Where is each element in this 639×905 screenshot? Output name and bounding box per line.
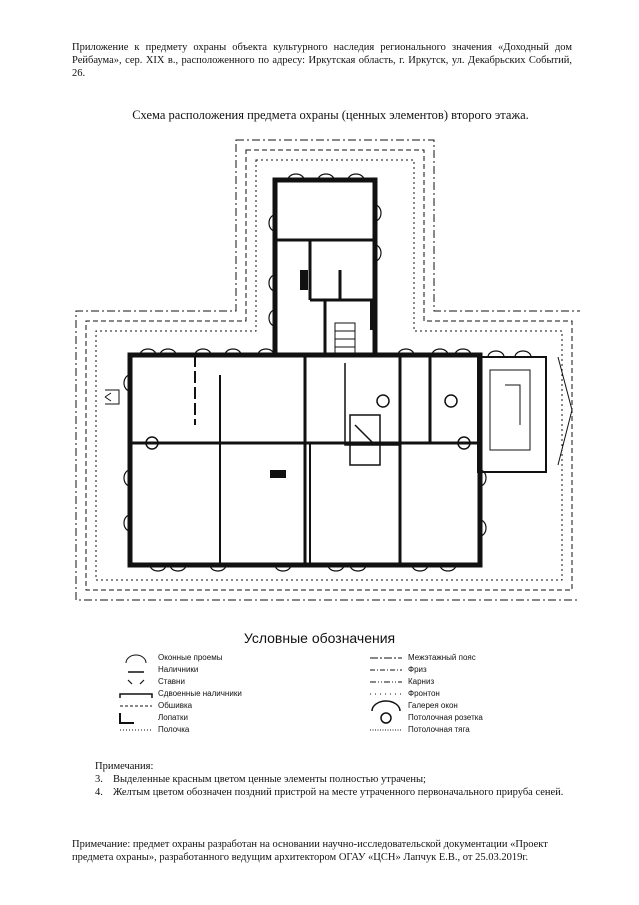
ceiling-molding-icon bbox=[370, 729, 402, 731]
entrance-arrow bbox=[104, 389, 120, 405]
legend-item: Ставни bbox=[118, 676, 288, 688]
notes-section: Примечания: 3.Выделенные красным цветом … bbox=[95, 760, 595, 799]
ceiling-rosette bbox=[145, 436, 159, 450]
plan-inner-boundary bbox=[85, 149, 573, 591]
window-row-main-bottom bbox=[149, 564, 457, 572]
window-opening-icon bbox=[125, 654, 147, 664]
legend-item: Сдвоенные наличники bbox=[118, 688, 288, 700]
shutters-icon bbox=[127, 679, 145, 685]
ceiling-rosette bbox=[444, 394, 458, 408]
document-header: Приложение к предмету охраны объекта кул… bbox=[72, 42, 572, 79]
document-footer-note: Примечание: предмет охраны разработан на… bbox=[72, 839, 548, 863]
stair-landing bbox=[349, 414, 381, 466]
legend-item: Потолочная розетка bbox=[368, 712, 538, 724]
legend-left: Оконные проемы Наличники Ставни Сдвоенны… bbox=[118, 650, 298, 740]
cornice-icon bbox=[370, 681, 402, 683]
legend-title: Условные обозначения bbox=[243, 630, 396, 646]
legend-item: Потолочная тяга bbox=[368, 724, 538, 736]
double-trims-icon bbox=[119, 693, 153, 698]
frieze-icon bbox=[370, 669, 402, 671]
plan-outer-boundary bbox=[75, 139, 580, 601]
east-annex bbox=[477, 356, 547, 473]
window-gallery-icon bbox=[371, 700, 401, 712]
window-row-sides bbox=[123, 374, 487, 537]
legend-item: Наличники bbox=[118, 664, 288, 676]
notes-heading: Примечания: bbox=[95, 761, 154, 772]
plan-title: Схема расположения предмета охраны (ценн… bbox=[132, 108, 529, 122]
ceiling-rosette bbox=[457, 436, 471, 450]
trims-icon bbox=[128, 671, 144, 673]
shelf-icon bbox=[120, 729, 152, 731]
window-row-main-top bbox=[139, 348, 532, 358]
legend-item: Фриз bbox=[368, 664, 538, 676]
legend-item: Оконные проемы bbox=[118, 652, 288, 664]
legend-item: Лопатки bbox=[118, 712, 288, 724]
ceiling-rosette-icon bbox=[380, 712, 392, 724]
note-item: 3.Выделенные красным цветом ценные элеме… bbox=[95, 774, 426, 785]
legend-item: Обшивка bbox=[118, 700, 288, 712]
legend-right: Межэтажный пояс Фриз Карниз Фронтон Гале… bbox=[368, 650, 568, 740]
legend-item: Полочка bbox=[118, 724, 288, 736]
plan-dotted-boundary bbox=[95, 159, 563, 581]
pilaster-icon bbox=[119, 713, 134, 724]
note-item: 4.Желтым цветом обозначен поздний пристр… bbox=[95, 787, 564, 798]
legend-item: Межэтажный пояс bbox=[368, 652, 538, 664]
staircase bbox=[334, 322, 356, 356]
interfloor-belt-icon bbox=[370, 657, 402, 659]
window-row-north bbox=[268, 173, 382, 327]
ceiling-rosette bbox=[376, 394, 390, 408]
floor-plan-drawing bbox=[75, 139, 580, 601]
legend-item: Карниз bbox=[368, 676, 538, 688]
legend-item: Галерея окон bbox=[368, 700, 538, 712]
pediment-icon bbox=[370, 693, 402, 695]
legend-item: Фронтон bbox=[368, 688, 538, 700]
cladding-icon bbox=[120, 705, 152, 707]
